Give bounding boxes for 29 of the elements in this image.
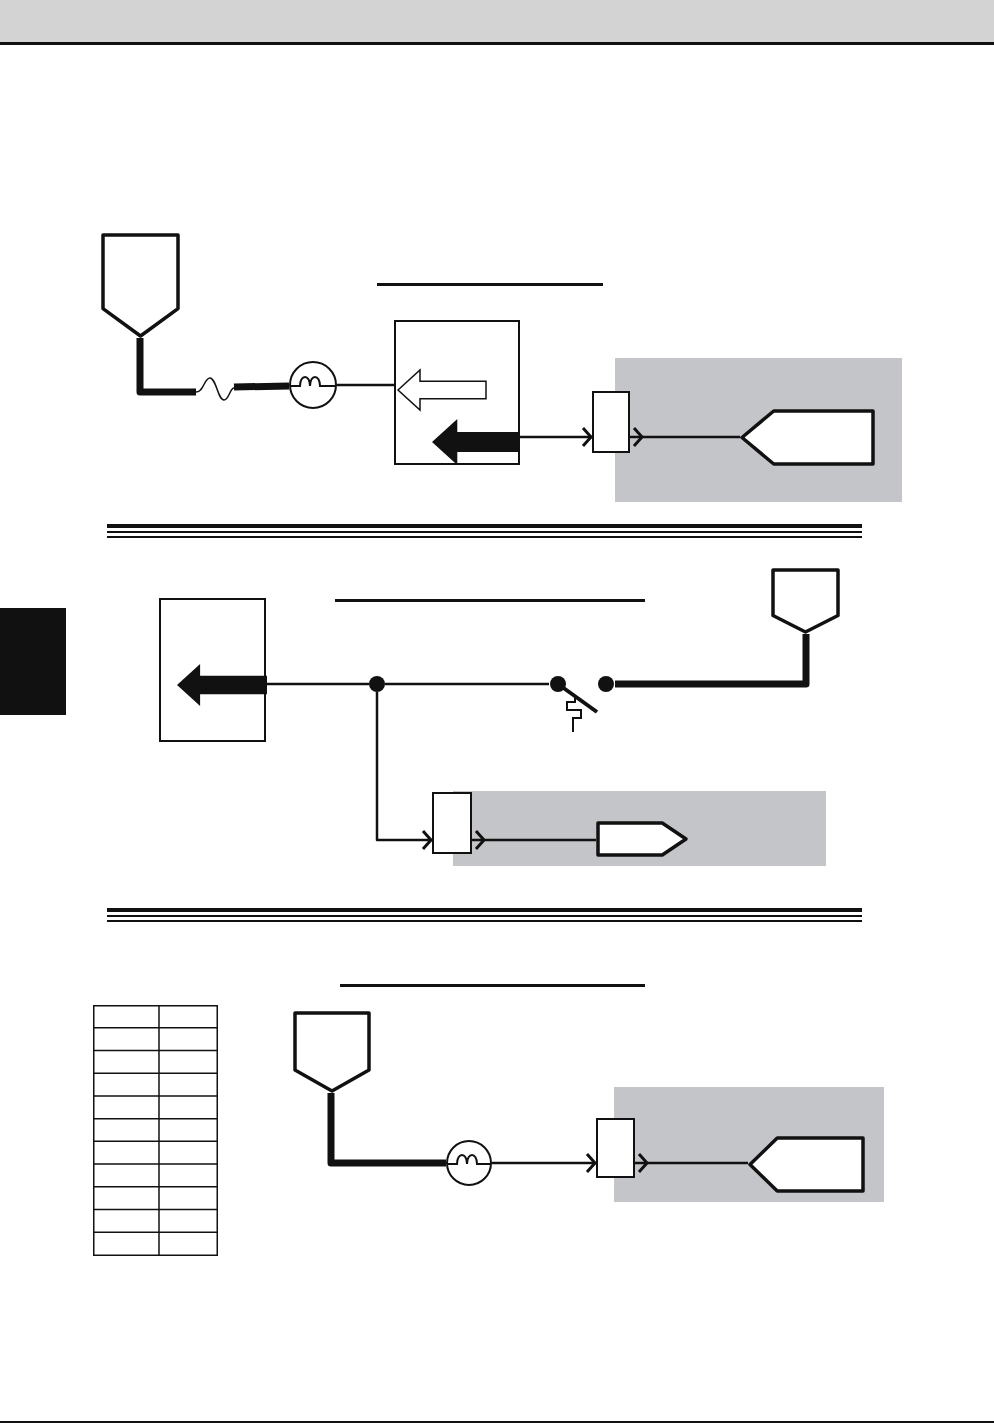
lamp-symbol xyxy=(446,1140,492,1186)
arrow xyxy=(520,426,593,448)
connector-symbol xyxy=(596,821,688,857)
wire-line xyxy=(635,1152,748,1174)
wire-line xyxy=(615,634,810,688)
wire-line xyxy=(385,682,549,686)
connector-symbol xyxy=(740,409,875,466)
connector-symbol xyxy=(101,233,180,338)
control-unit-box xyxy=(159,598,266,742)
connector-symbol xyxy=(293,1011,371,1093)
control-unit-box xyxy=(394,320,520,465)
connector-block xyxy=(432,792,472,854)
wire-line xyxy=(266,682,369,686)
junction-dot xyxy=(369,676,385,692)
wire-line xyxy=(327,1093,446,1167)
arrow xyxy=(375,692,433,851)
connector-symbol xyxy=(748,1136,865,1193)
shaded-panel xyxy=(453,791,826,866)
wire-line xyxy=(337,383,394,387)
wire-line xyxy=(472,829,596,851)
lamp-symbol xyxy=(289,361,337,409)
connector-block xyxy=(596,1118,635,1178)
arrow xyxy=(492,1152,597,1174)
wire-line xyxy=(233,382,290,391)
shaded-panel xyxy=(615,358,902,502)
connector-symbol xyxy=(771,568,840,634)
shaded-panel xyxy=(614,1087,884,1202)
wire-line xyxy=(630,426,740,448)
connector-block xyxy=(592,391,630,453)
